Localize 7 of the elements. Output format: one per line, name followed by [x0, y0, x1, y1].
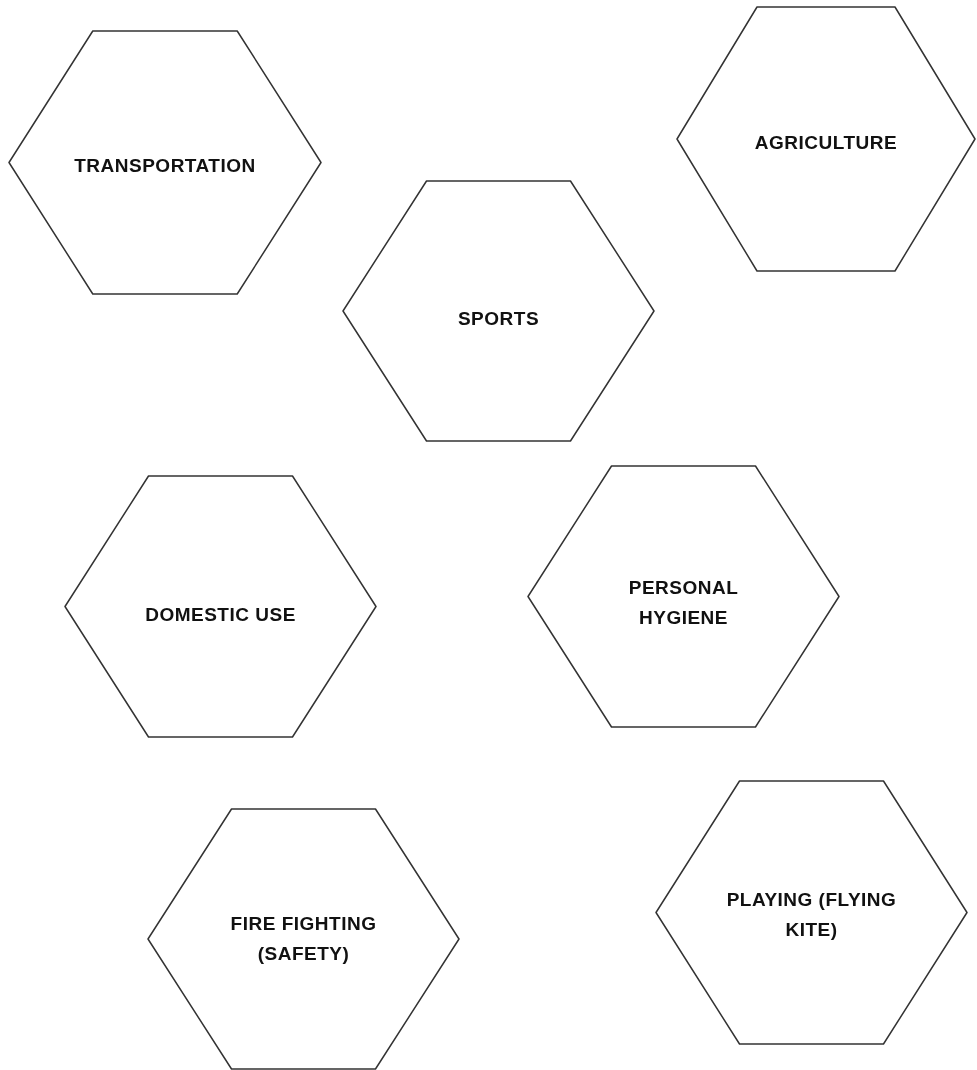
category-label: AGRICULTURE	[753, 131, 899, 155]
category-label: TRANSPORTATION	[73, 153, 257, 178]
category-label: FIRE FIGHTING (SAFETY)	[229, 912, 378, 966]
category-label: DOMESTIC USE	[144, 602, 297, 627]
category-label: PLAYING (FLYING KITE)	[725, 887, 898, 942]
category-label: SPORTS	[456, 307, 541, 331]
category-label: PERSONAL HYGIENE	[627, 575, 740, 630]
